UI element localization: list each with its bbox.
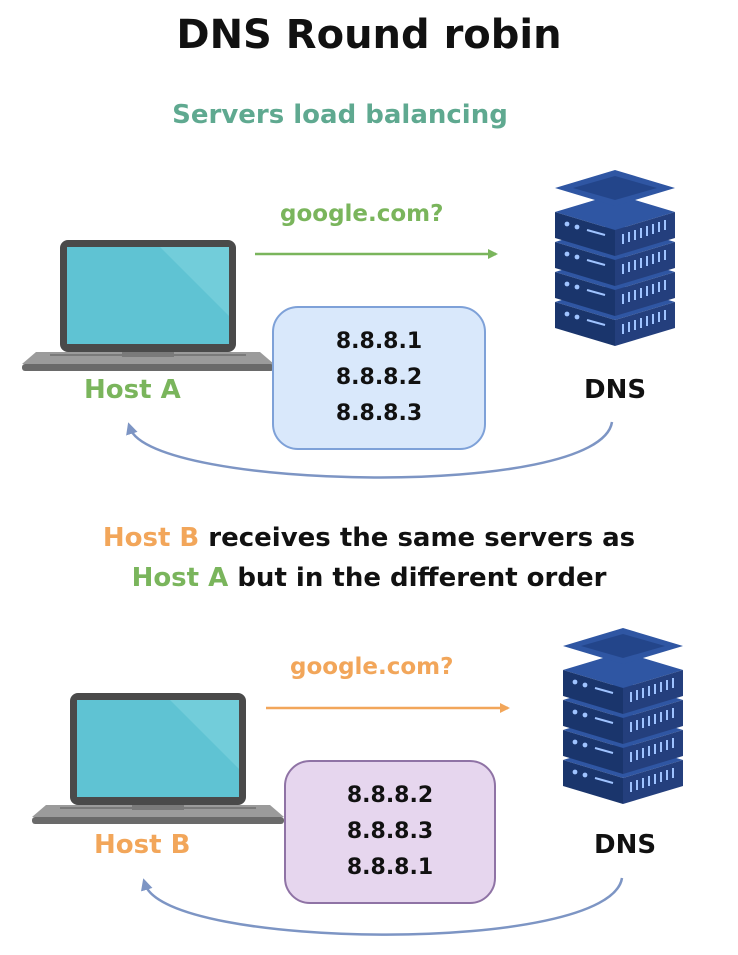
- explanation-part2: but in the different order: [228, 563, 607, 593]
- host-b-mention: Host B: [102, 523, 200, 553]
- explanation-part1: receives the same servers as: [199, 523, 636, 553]
- laptop-icon: [32, 693, 284, 824]
- dns-label-b: DNS: [594, 830, 657, 860]
- ip-list-box-a: 8.8.8.1 8.8.8.2 8.8.8.3: [272, 306, 486, 450]
- ip-list-box-b: 8.8.8.2 8.8.8.3 8.8.8.1: [284, 760, 496, 904]
- host-a-label: Host A: [84, 375, 181, 405]
- subtitle: Servers load balancing: [172, 100, 508, 130]
- response-arrow-b: [141, 877, 624, 936]
- page-title: DNS Round robin: [176, 12, 562, 58]
- ip-entry: 8.8.8.1: [346, 855, 434, 880]
- explanation-text: Host B receives the same servers as Host…: [0, 518, 738, 598]
- ip-entry: 8.8.8.3: [346, 819, 434, 844]
- server-stack-icon: [563, 628, 683, 804]
- response-arrow-a: [126, 421, 614, 479]
- query-text-a: google.com?: [280, 201, 444, 227]
- laptop-icon: [22, 240, 274, 371]
- ip-entry: 8.8.8.1: [335, 329, 423, 354]
- server-stack-icon: [555, 170, 675, 346]
- host-b-label: Host B: [94, 830, 191, 860]
- ip-entry: 8.8.8.3: [335, 401, 423, 426]
- ip-entry: 8.8.8.2: [346, 783, 434, 808]
- query-text-b: google.com?: [290, 654, 454, 680]
- dns-label-a: DNS: [584, 375, 647, 405]
- host-a-mention: Host A: [131, 563, 229, 593]
- ip-entry: 8.8.8.2: [335, 365, 423, 390]
